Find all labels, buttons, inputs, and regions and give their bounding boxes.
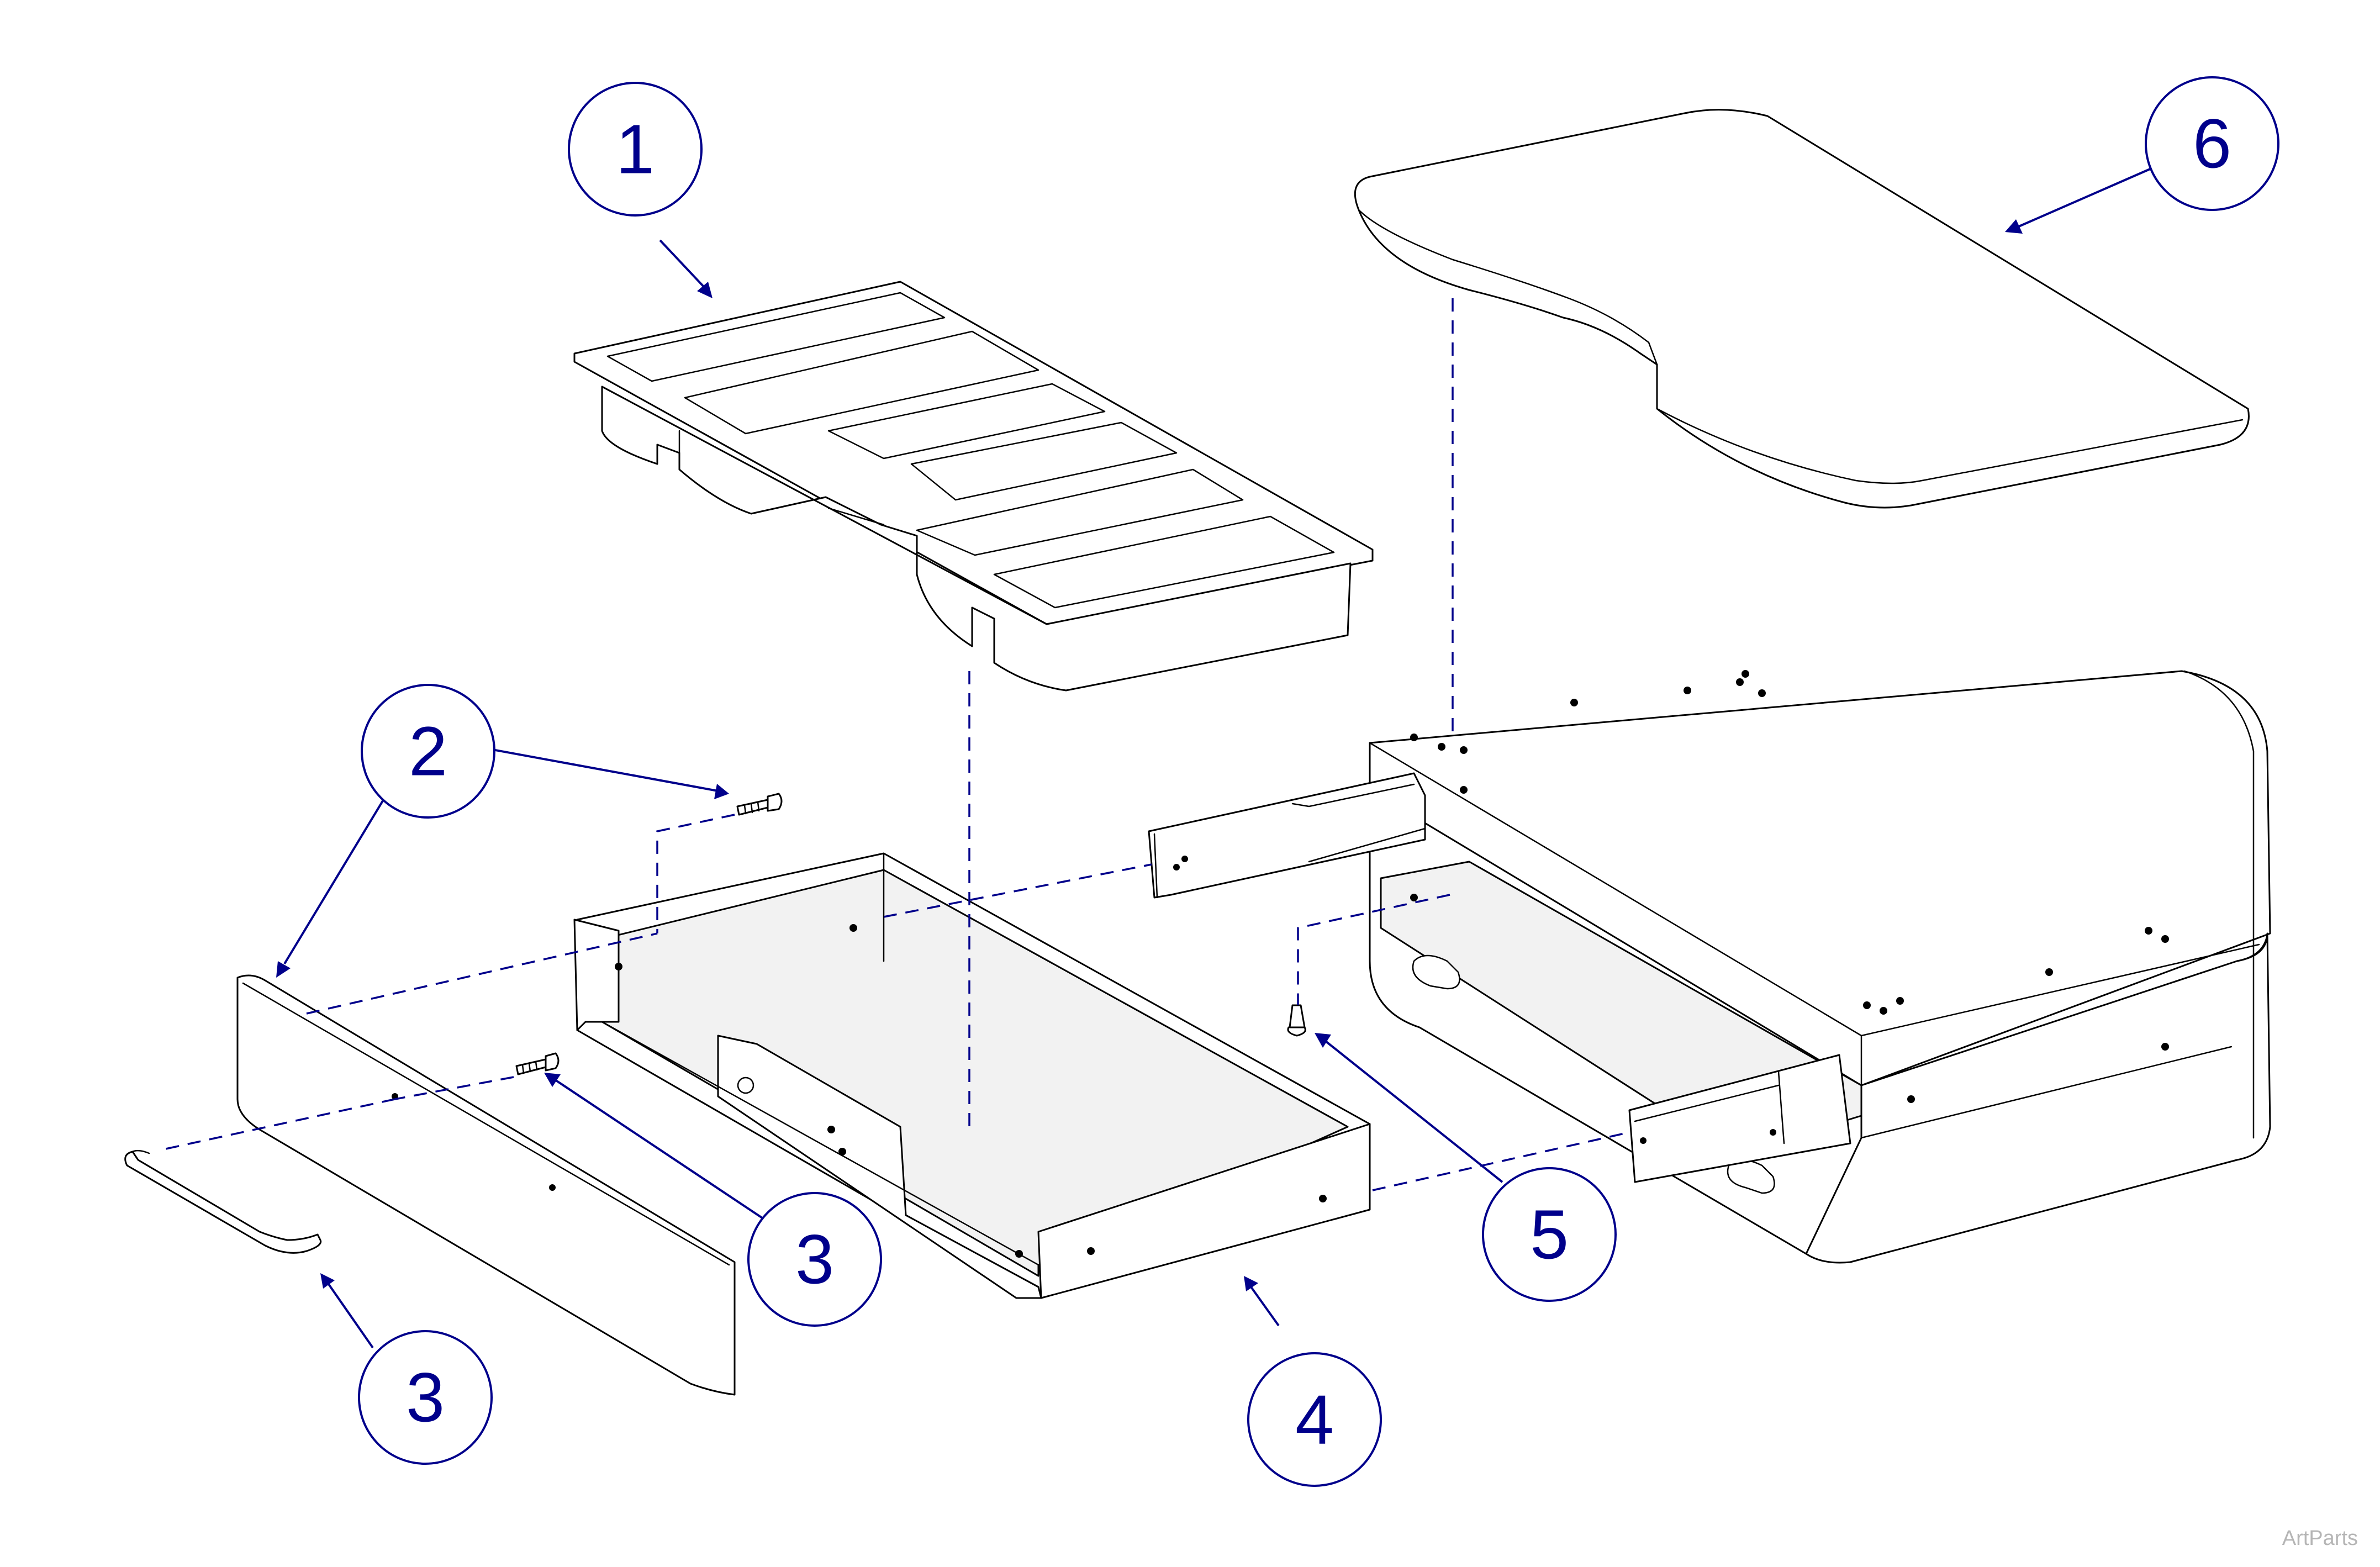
drawer-handle	[124, 1149, 322, 1254]
callout-5: 5	[1482, 1167, 1617, 1302]
svg-text:6: 6	[2193, 105, 2231, 183]
drawer-front-panel	[236, 974, 736, 1396]
callout-4: 4	[1247, 1352, 1382, 1487]
assembly-lines	[165, 298, 1630, 1191]
svg-text:1: 1	[616, 110, 655, 188]
callout-6: 6	[2145, 76, 2279, 211]
drawer-box	[573, 852, 1371, 1299]
svg-text:2: 2	[409, 713, 447, 790]
callout-1: 1	[568, 82, 703, 217]
watermark: ArtParts	[2282, 1527, 2358, 1550]
slide-rail-lower	[1628, 1054, 1851, 1183]
divider-tray	[573, 281, 1374, 692]
svg-text:3: 3	[795, 1221, 834, 1299]
drawer-cabinet	[1369, 670, 2271, 1264]
leader-lines	[276, 167, 2152, 1349]
callout-3-handle: 3	[358, 1330, 493, 1465]
screw-2	[736, 793, 783, 816]
screw-5	[1287, 1004, 1306, 1037]
slide-rail-upper	[1148, 772, 1426, 899]
screw-3	[515, 1052, 560, 1075]
svg-text:3: 3	[406, 1359, 445, 1437]
svg-text:4: 4	[1295, 1381, 1334, 1459]
callout-3-screw: 3	[747, 1192, 882, 1327]
svg-text:5: 5	[1530, 1196, 1569, 1274]
callout-2: 2	[361, 684, 495, 819]
top-panel	[1354, 109, 2250, 509]
